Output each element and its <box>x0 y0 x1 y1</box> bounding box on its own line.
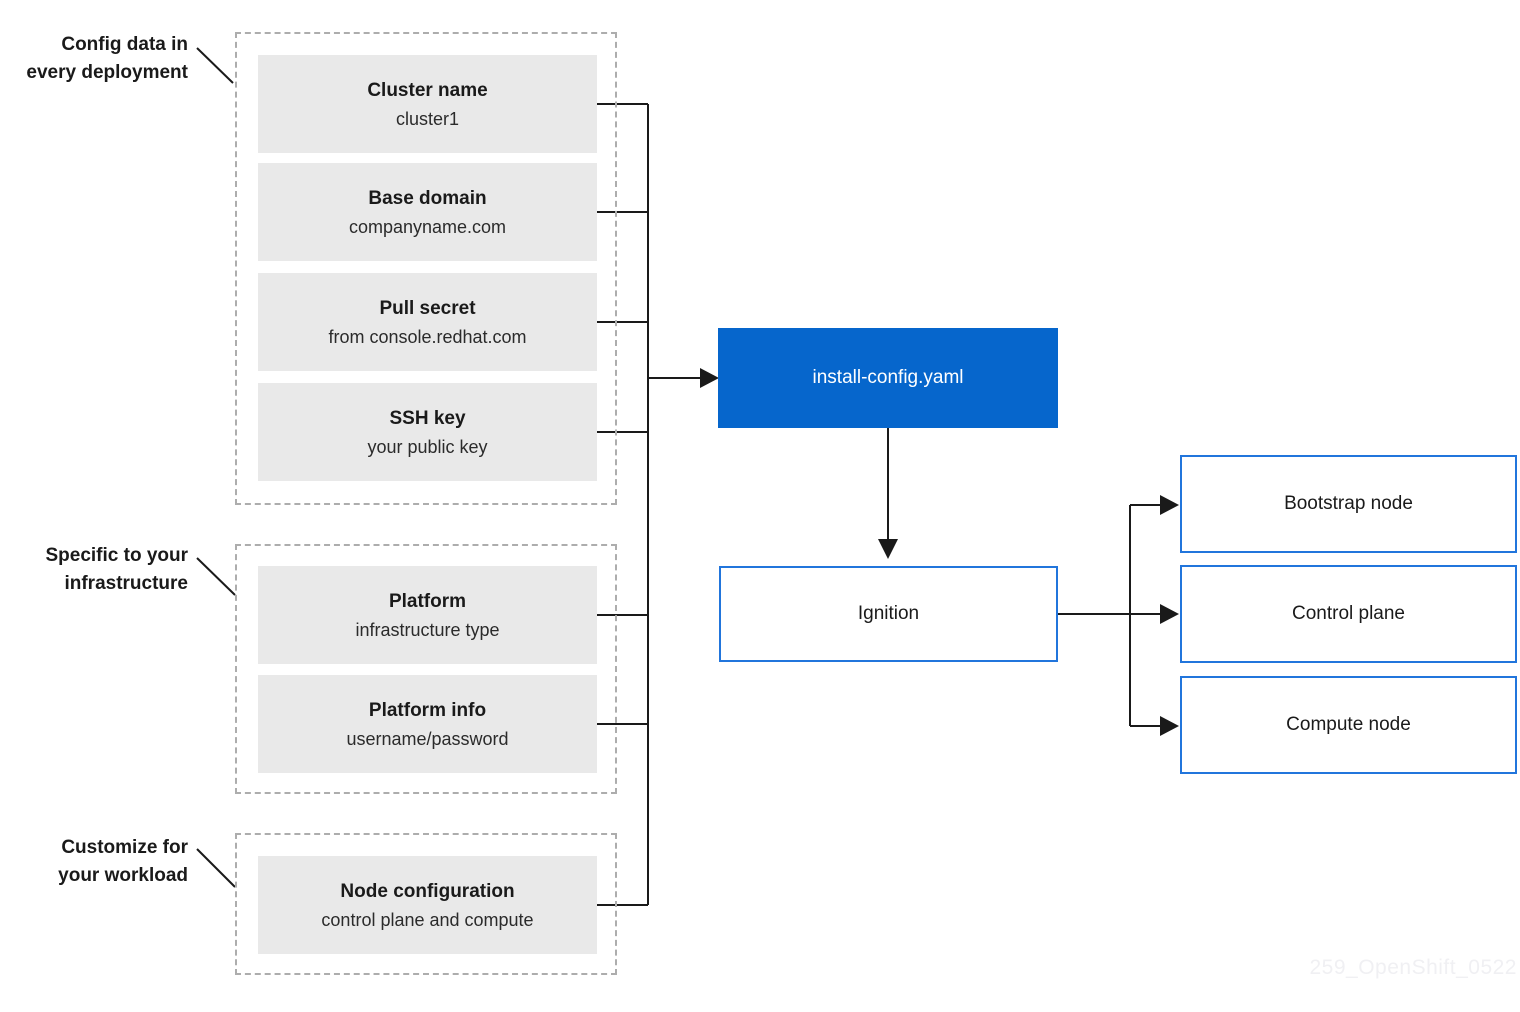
annotation-line: Config data in <box>61 34 188 55</box>
annotation-line: Customize for <box>61 837 188 858</box>
arrowhead-control-plane <box>1160 604 1179 624</box>
install-config-node: install-config.yaml <box>718 328 1058 428</box>
annotation-line: every deployment <box>26 62 188 83</box>
item-subtitle: from console.redhat.com <box>328 326 527 347</box>
control-plane-node: Control plane <box>1180 565 1517 663</box>
item-node-configuration: Node configuration control plane and com… <box>258 856 597 954</box>
group-workload <box>235 833 617 975</box>
control-plane-node-label: Control plane <box>1291 603 1406 624</box>
annotation-line: infrastructure <box>64 573 188 594</box>
item-platform: Platform infrastructure type <box>258 566 597 664</box>
watermark: 259_OpenShift_0522 <box>1309 956 1517 979</box>
item-base-domain: Base domain companyname.com <box>258 163 597 261</box>
arrowhead-ignition <box>878 539 898 559</box>
annotation-infrastructure: Specific to your infrastructure <box>0 542 188 598</box>
item-title: Platform info <box>368 699 487 721</box>
item-subtitle: your public key <box>367 436 488 457</box>
item-title: SSH key <box>389 407 466 429</box>
leader-line-config-data <box>196 47 234 84</box>
bootstrap-node: Bootstrap node <box>1180 455 1517 553</box>
item-subtitle: infrastructure type <box>355 619 500 640</box>
arrowhead-bootstrap <box>1160 495 1179 515</box>
annotation-line: your workload <box>58 865 188 886</box>
item-subtitle: companyname.com <box>348 216 507 237</box>
annotation-config-data: Config data in every deployment <box>0 31 188 87</box>
group-infrastructure <box>235 544 617 794</box>
item-ssh-key: SSH key your public key <box>258 383 597 481</box>
bootstrap-node-label: Bootstrap node <box>1284 493 1413 514</box>
item-pull-secret: Pull secret from console.redhat.com <box>258 273 597 371</box>
item-subtitle: username/password <box>346 728 509 749</box>
install-config-label: install-config.yaml <box>812 367 964 388</box>
annotation-line: Specific to your <box>45 545 188 566</box>
item-subtitle: control plane and compute <box>321 909 534 930</box>
compute-node-label: Compute node <box>1286 714 1411 735</box>
item-platform-info: Platform info username/password <box>258 675 597 773</box>
item-title: Platform <box>388 590 467 612</box>
item-title: Base domain <box>368 187 487 209</box>
ignition-label: Ignition <box>857 603 920 624</box>
item-cluster-name: Cluster name cluster1 <box>258 55 597 153</box>
leader-line-infrastructure <box>196 557 236 596</box>
item-title: Cluster name <box>367 79 488 101</box>
arrowhead-compute <box>1160 716 1179 736</box>
item-title: Node configuration <box>340 880 515 902</box>
group-config-data <box>235 32 617 505</box>
annotation-workload: Customize for your workload <box>0 834 188 890</box>
item-subtitle: cluster1 <box>395 108 460 129</box>
leader-line-workload <box>196 848 236 888</box>
ignition-node: Ignition <box>719 566 1058 662</box>
item-title: Pull secret <box>379 297 476 319</box>
arrowhead-install-config <box>700 368 719 388</box>
compute-node: Compute node <box>1180 676 1517 774</box>
